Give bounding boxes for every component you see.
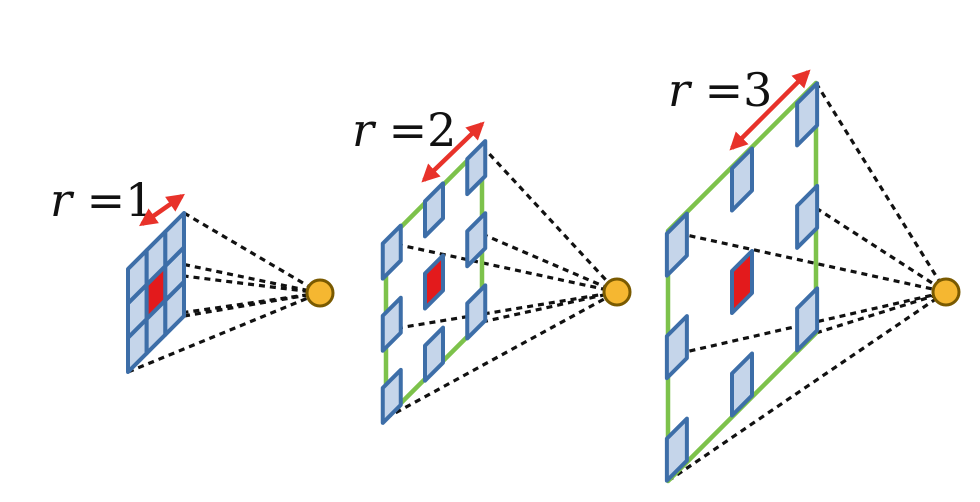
rays-r3: [667, 82, 948, 483]
label-r3-eq: =3: [690, 63, 772, 117]
kernel-cell-r3-2-0: [664, 211, 689, 278]
ray-r2-0: [385, 290, 618, 420]
kernel-cell-r2-1-0: [380, 295, 403, 353]
kernel-cell-r3-0-0: [664, 416, 689, 483]
ray-r2-3: [480, 144, 619, 294]
kernel-cell-r2-0-0: [380, 367, 403, 425]
dilation-arrow-r3: [729, 69, 811, 151]
ray-r2-4: [481, 232, 618, 294]
ray-r3-3: [814, 82, 948, 293]
rays-r1: [127, 211, 321, 374]
panel-r2: r =2: [352, 103, 632, 425]
dilation-arrow-r2: [421, 121, 485, 183]
kernel-cell-r3-0-2: [795, 286, 820, 353]
ray-r3-0: [667, 290, 947, 483]
label-r1: r =1: [50, 173, 154, 227]
rays-r2: [385, 144, 619, 420]
center-cell-r3-1-1: [730, 249, 754, 315]
label-r3-var: r: [668, 63, 693, 117]
ray-r1-3: [183, 211, 321, 295]
grid-r3: [664, 80, 820, 484]
ray-r3-5: [815, 290, 947, 335]
kernel-cell-r2-0-1: [423, 325, 445, 383]
ray-r1-0: [127, 291, 321, 374]
label-r1-eq: =1: [72, 173, 154, 227]
kernel-cell-r3-0-1: [730, 351, 754, 418]
ray-r3-4: [815, 206, 947, 294]
dilation-arrow-r1: [139, 193, 185, 227]
ray-r3-1: [667, 290, 947, 358]
ray-r2-5: [481, 290, 618, 324]
kernel-cell-r2-1-2: [465, 211, 488, 269]
grid-r2: [380, 139, 488, 425]
kernel-cell-r2-2-0: [380, 223, 403, 281]
output-node-r1: [305, 278, 335, 308]
output-node-r2: [602, 277, 632, 307]
output-node-r3: [931, 277, 961, 307]
ray-r1-4: [183, 262, 321, 295]
label-r2: r =2: [352, 103, 456, 157]
kernel-cell-r2-2-1: [423, 181, 445, 239]
grid-r1: [126, 211, 186, 374]
kernel-cell-r2-0-2: [465, 283, 488, 341]
label-r1-var: r: [50, 173, 75, 227]
label-r2-var: r: [352, 103, 377, 157]
label-r3: r =3: [668, 63, 772, 117]
kernel-cell-r3-1-0: [664, 314, 689, 381]
ray-r2-2: [385, 240, 618, 294]
panel-r1: r =1: [50, 173, 335, 374]
kernel-cell-r3-1-2: [795, 183, 820, 250]
ray-r3-2: [667, 229, 947, 294]
kernel-cell-r3-2-1: [730, 146, 754, 213]
center-cell-r2-1-1: [423, 253, 445, 311]
panel-r3: r =3: [664, 63, 961, 484]
ray-r1-5: [183, 291, 321, 318]
label-r2-eq: =2: [374, 103, 456, 157]
